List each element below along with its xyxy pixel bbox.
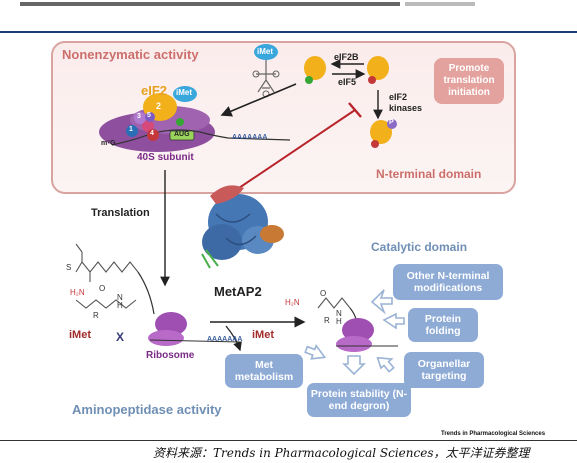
o-left-label: O [99,284,106,293]
imet-badge-top-text: iMet [257,47,273,56]
arrow-to-other-mods [370,289,393,315]
catalytic-domain-label: Catalytic domain [371,240,468,254]
organellar-targeting-box: Organellar targeting [404,352,484,388]
mrna-bottom-left [149,339,241,343]
header-rule [0,31,577,33]
footer-rule [0,440,577,441]
factor-1-circle [126,125,138,137]
eif2-label: eIF2 [141,83,168,98]
other-n-terminal-mods-box: Other N-terminal modifications [393,264,503,300]
polya-label-bottom: AAAAAAA [207,336,243,343]
m7g-cap-label: m⁷G [101,140,116,147]
eif2-active-shape [304,56,326,80]
metap2-protein-structure [201,185,284,269]
ribosome-left-small [148,330,184,346]
ribosome-left-large [155,312,187,336]
imet-left-label: iMet [69,329,91,341]
eif2-phospho-shape [370,120,392,144]
peptide-backbone-right [317,297,351,309]
o-right-label: O [320,289,327,298]
factor-3-label: 3 [137,113,141,120]
imet-badge-top [254,44,278,60]
n-left-label: N [117,293,123,302]
factor-2-circle [142,120,154,132]
page-header-strip [0,0,577,24]
peptide-chain-bottom [75,299,137,309]
translation-label: Translation [91,207,150,219]
n-right-label: N [336,309,342,318]
protein-stability-box: Protein stability (N-end degron) [307,383,411,417]
factor-5-circle [145,112,155,122]
ribosome-right-large [342,318,374,342]
h2n-right-label: H₂N [285,298,300,307]
cropped-page-number [405,2,475,6]
factor-4-label: 4 [150,130,154,137]
h-right-label: H [336,317,342,326]
factor-3-circle [134,112,146,124]
metap2-label: MetAP2 [214,284,262,299]
eif2-kinases-label: eIF2 kinases [389,92,423,113]
eif2-gtp-dot [305,76,313,84]
outcome-arrows [304,289,405,376]
met-metabolism-box: Met metabolism [225,354,303,388]
eif2-phospho-gdp-dot [371,140,379,148]
trna-icon [256,60,276,93]
protein-folding-box: Protein folding [408,308,478,342]
imet-badge-eif2 [173,86,197,102]
aug-codon-box [169,130,195,141]
inhibition-bar [348,102,362,118]
40s-subunit-label: 40S subunit [137,152,194,163]
imet-release-arrow [225,325,242,352]
gtp-green-dot [176,118,184,126]
r-right-label: R [324,316,330,325]
polya-label-top: AAAAAAA [232,134,268,141]
eif2-gdp-dot [368,76,376,84]
nascent-chain-curve [137,271,155,315]
metap2-inhibition-line [235,109,356,191]
journal-credit: Trends in Pharmacological Sciences [441,431,546,437]
factor-4-circle [147,129,159,141]
trna-loop-right [272,70,280,78]
ribosome-right-small [336,336,372,352]
mrna-strand [111,129,291,146]
factor-5-label: 5 [147,112,151,119]
sulfur-label: S [66,263,72,272]
factor-1-label: 1 [129,126,133,133]
eif5-label: eIF5 [338,77,357,87]
peptide-sidechains-left [75,243,91,282]
arrow-to-folding [382,312,405,330]
arrow-to-organellar [376,356,395,373]
eif2-inactive-shape [367,56,389,80]
trna-loop-left [252,70,260,78]
source-line: 资料来源：Trends in Pharmacological Sciences，… [153,446,530,460]
imet-badge-eif2-text: iMet [176,88,192,97]
x-residue-label: X [116,330,125,344]
arrow-to-stability [342,355,366,376]
ribosome-label: Ribosome [146,350,195,361]
phosphate-label: P [389,119,394,126]
aminopeptidase-title: Aminopeptidase activity [72,402,222,417]
eif2-to-ribosome-arrow [220,83,297,117]
cropped-title-text [20,2,400,6]
imet-released-label: iMet [252,329,274,341]
h2n-left-label: H₂N [70,288,85,297]
phosphate-circle [387,119,397,129]
nonenzymatic-title: Nonenzymatic activity [62,47,199,62]
r-left-label: R [93,311,99,320]
arrow-to-met-metabolism [304,343,327,360]
aug-label: AUG [174,131,190,138]
eif2-number-label: 2 [156,101,162,111]
eif2b-label: eIF2B [334,52,359,62]
promote-initiation-box: Promote translation initiation [434,58,504,104]
n-terminal-domain-label: N-terminal domain [376,167,482,181]
h-left-label: H [117,301,123,310]
peptide-backbone-left [75,261,139,273]
